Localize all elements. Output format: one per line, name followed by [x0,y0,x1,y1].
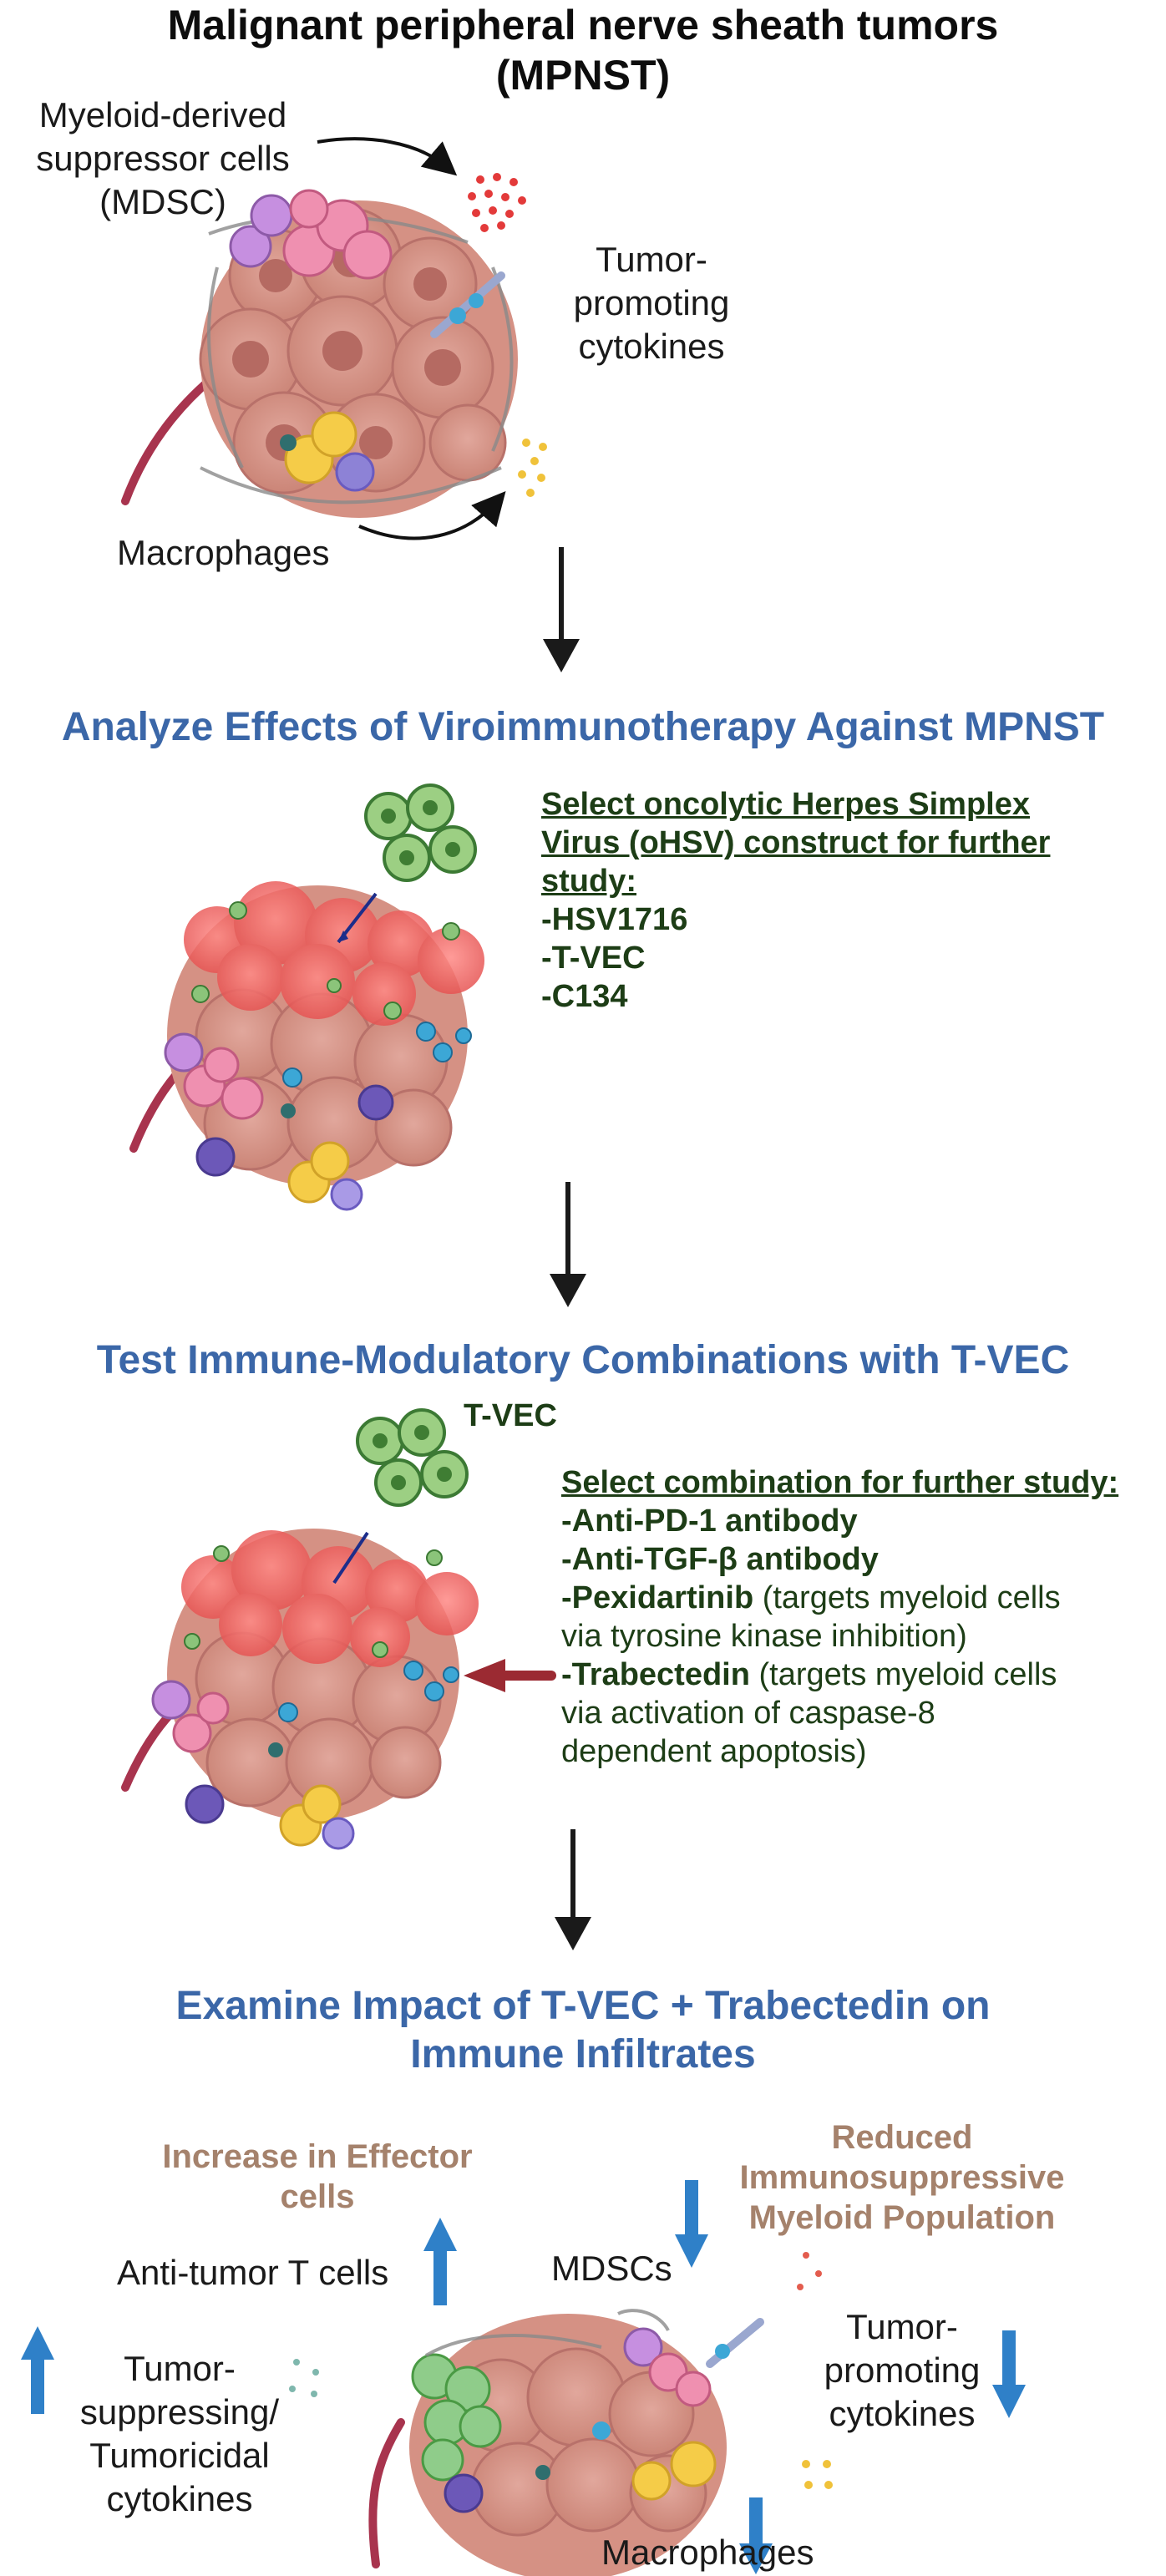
combo-item-trabectedin-cont1: via activation of caspase-8 [561,1696,935,1731]
up-arrow-t-cells [423,2218,457,2305]
tumor-promoting-cytokines-label-panel4: Tumor- promoting cytokines [798,2305,1006,2436]
cytokine-label-line3: cytokines [578,327,725,366]
combo-item-pexidartinib-cont: via tyrosine kinase inhibition) [561,1619,967,1654]
red-cytokine-dots [797,2252,822,2290]
cytokine-label-line1: Tumor- [596,240,707,279]
reduced-line3: Myeloid Population [748,2199,1056,2236]
panel4-title: Examine Impact of T-VEC + Trabectedin on… [0,1982,1166,2079]
cytokine-label-line2: promoting [573,283,730,322]
red-cytokine-cluster [468,173,526,232]
panel4-title-line2: Immune Infiltrates [410,2032,756,2077]
combination-selection-list: Select combination for further study: -A… [561,1463,1163,1771]
tumor-suppressing-cytokines-label: Tumor- suppressing/ Tumoricidal cytokine… [75,2347,284,2521]
flow-arrow-2 [550,1182,586,1307]
macrophages-label-panel4: Macrophages [601,2533,814,2572]
reduced-line1: Reduced [831,2119,973,2156]
panel3-title: Test Immune-Modulatory Combinations with… [96,1338,1070,1382]
combo-item-anti-tgfb: -Anti-TGF-β antibody [561,1542,879,1577]
up-arrow-suppressing-cytokines [21,2326,54,2414]
panel1-title: Malignant peripheral nerve sheath tumors… [0,0,1166,100]
mdsc-to-cytokine-arrow [317,137,458,176]
trabectedin-inhibition-arrow [464,1659,556,1692]
combo-item-trabectedin: -Trabectedin (targets myeloid cells [561,1657,1057,1692]
mdsc-label-line2: suppressor cells [36,139,290,178]
virus-cluster-panel3 [356,1408,469,1507]
panel1-title-line1: Malignant peripheral nerve sheath tumors [167,2,999,48]
ohsv-heading-line3: study: [541,864,636,899]
down-arrow-promoting-cytokines [992,2330,1026,2418]
increase-line1: Increase in Effector [162,2138,473,2175]
suppressing-line1: Tumor- [124,2349,236,2388]
teal-cytokine-dots [289,2359,319,2397]
ohsv-selection-list: Select oncolytic Herpes Simplex Virus (o… [541,785,1143,1016]
suppressing-line2: suppressing/ [79,2392,280,2431]
mdsc-label-line3: (MDSC) [99,182,226,221]
anti-tumor-t-cells-label: Anti-tumor T cells [117,2253,389,2292]
combo-item-anti-pd1: -Anti-PD-1 antibody [561,1504,858,1539]
down-arrow-macrophages [739,2497,773,2574]
promoting-line1: Tumor- [846,2307,958,2346]
mdscs-label: MDSCs [551,2249,672,2288]
combo-item-trabectedin-cont2: dependent apoptosis) [561,1734,867,1769]
down-arrow-mdscs [675,2180,708,2268]
flow-arrow-1 [543,547,580,672]
increase-effector-heading: Increase in Effector cells [150,2137,484,2217]
virus-cluster-panel2 [364,783,477,882]
flow-arrow-3 [555,1829,591,1950]
ohsv-heading-line1: Select oncolytic Herpes Simplex [541,787,1031,822]
reduced-line2: Immunosuppressive [739,2159,1065,2196]
promoting-line2: promoting [824,2350,981,2390]
panel1-title-line2: (MPNST) [495,52,671,99]
panel4-title-line1: Examine Impact of T-VEC + Trabectedin on [175,1984,991,2028]
ohsv-item-hsv1716: -HSV1716 [541,902,688,937]
increase-line2: cells [280,2178,355,2215]
yellow-cytokine-cluster [518,439,547,497]
tumor-promoting-cytokines-label: Tumor- promoting cytokines [526,238,777,368]
ohsv-tumor-illustration [129,881,484,1211]
yellow-cytokine-dots [802,2460,833,2489]
ohsv-heading-line2: Virus (oHSV) construct for further [541,825,1051,860]
combo-item-pexidartinib: -Pexidartinib (targets myeloid cells [561,1580,1061,1615]
panel2-title: Analyze Effects of Viroimmunotherapy Aga… [61,705,1105,749]
macrophage-to-cytokine-arrow [358,490,506,540]
tvec-combination-tumor-illustration [121,1529,479,1850]
outcome-tumor-illustration [368,2309,764,2576]
mpnst-tumor-illustration [121,189,518,518]
mdsc-label: Myeloid-derived suppressor cells (MDSC) [0,94,326,224]
suppressing-line3: Tumoricidal [89,2436,270,2475]
macrophages-label: Macrophages [117,533,330,572]
tvec-virus-label: T-VEC [464,1398,557,1433]
reduced-myeloid-heading: Reduced Immunosuppressive Myeloid Popula… [735,2117,1069,2238]
combination-heading: Select combination for further study: [561,1465,1119,1500]
ohsv-item-tvec: -T-VEC [541,941,646,976]
promoting-line3: cytokines [829,2394,976,2433]
mdsc-label-line1: Myeloid-derived [38,95,287,134]
suppressing-line4: cytokines [106,2479,253,2518]
ohsv-item-c134: -C134 [541,979,628,1014]
